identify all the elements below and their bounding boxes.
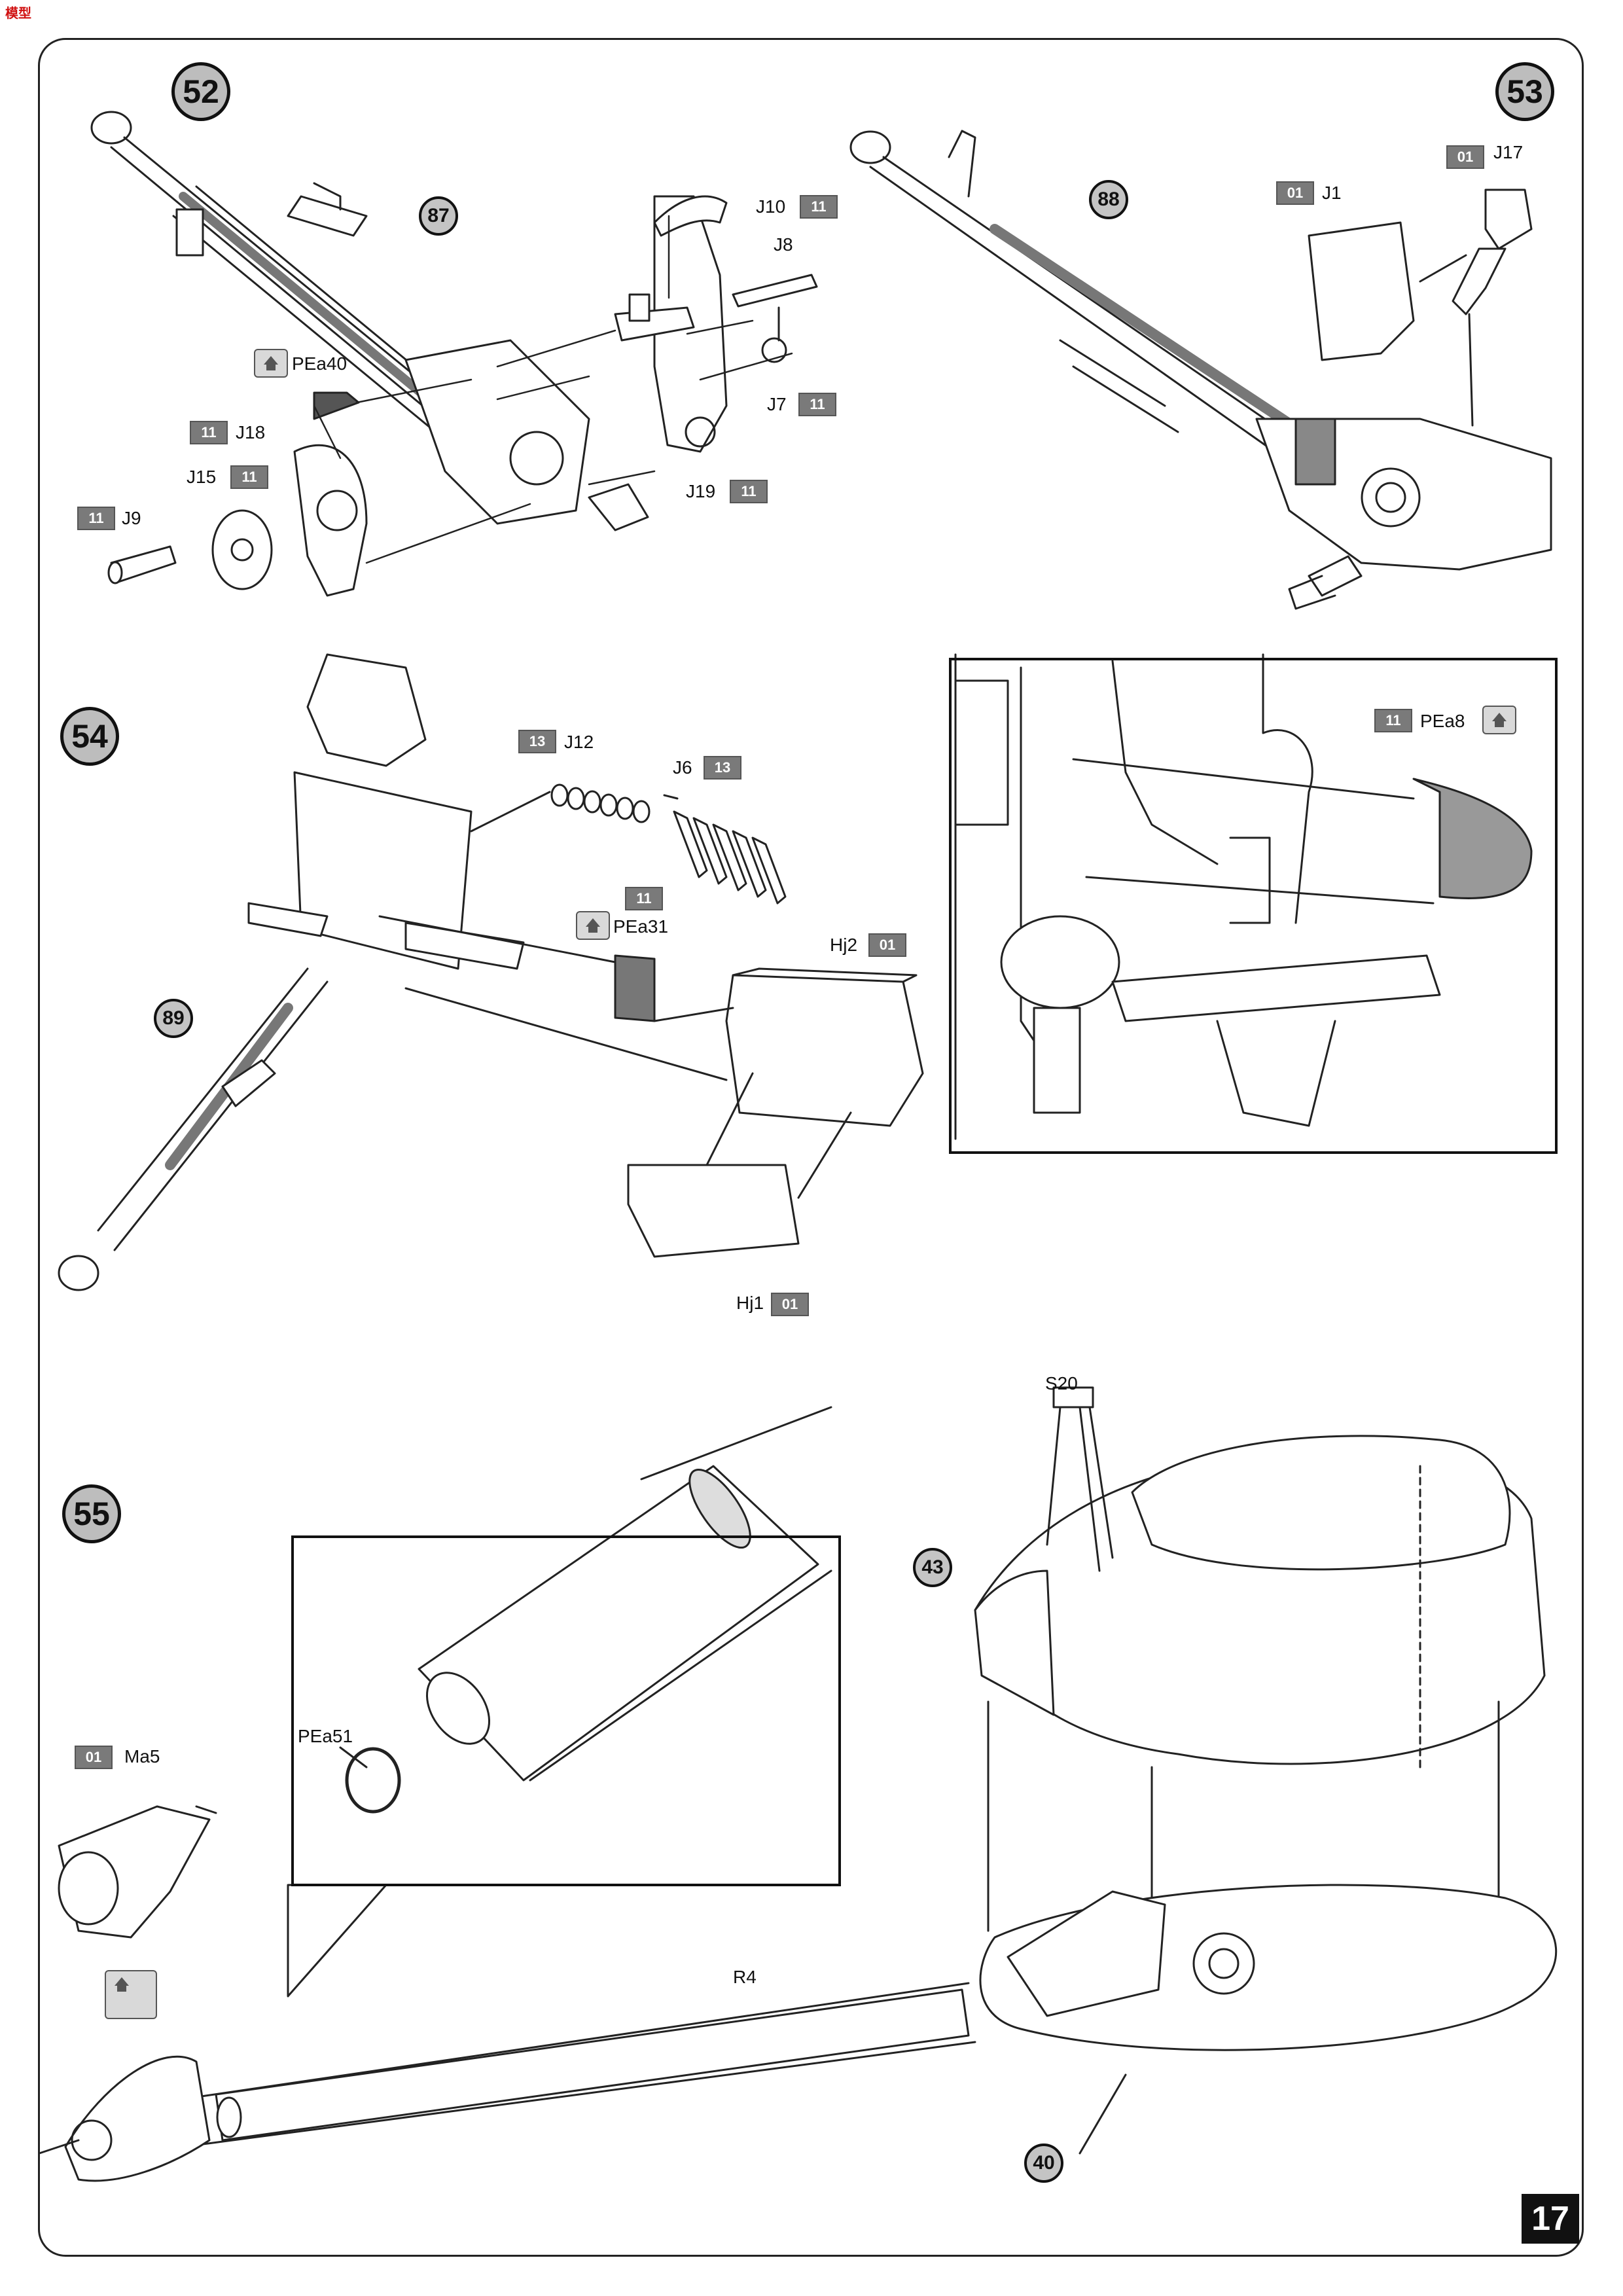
part-label-pea51: PEa51 <box>298 1726 353 1746</box>
sprue-tag-j19: 11 <box>730 480 768 503</box>
part-label-j7: J7 <box>767 394 787 414</box>
page-frame <box>38 38 1584 2257</box>
assembly-ref-43: 43 <box>913 1548 952 1587</box>
part-label-j19: J19 <box>686 481 716 501</box>
part-label-pea31: PEa31 <box>613 916 669 937</box>
step54-gun-drawing <box>58 653 525 1291</box>
step52-gun-drawing <box>90 111 649 531</box>
sprue-tag-j1: 01 <box>1276 181 1314 205</box>
step-54-badge: 54 <box>60 707 119 766</box>
photo-etch-icon <box>576 911 610 940</box>
site-logo: 模型 <box>5 7 31 21</box>
step52-parts <box>107 195 818 597</box>
photo-etch-icon <box>1482 706 1516 734</box>
step55-hull-drawing <box>979 1884 1558 2155</box>
assembly-ref-87: 87 <box>419 196 458 236</box>
sprue-tag-j17: 01 <box>1446 145 1484 169</box>
step52-leaders <box>313 215 793 564</box>
sprue-tag-pea31: 11 <box>625 887 663 910</box>
part-label-j12: J12 <box>564 732 594 752</box>
part-label-s20: S20 <box>1045 1373 1078 1393</box>
inset-pointer <box>287 1884 387 1998</box>
barrel-detail-inset-frame <box>291 1535 841 1886</box>
part-label-ma5: Ma5 <box>124 1746 160 1767</box>
detail-inset-frame <box>949 658 1558 1154</box>
assembly-ref-89: 89 <box>154 999 193 1038</box>
part-label-pea8: PEa8 <box>1420 711 1465 731</box>
step-52-badge: 52 <box>171 62 230 121</box>
sprue-tag-j12: 13 <box>518 730 556 753</box>
sprue-tag-j7: 11 <box>798 393 836 416</box>
sprue-tag-j9: 11 <box>77 507 115 530</box>
sprue-tag-pea8: 11 <box>1374 709 1412 732</box>
sprue-tag-j6: 13 <box>704 756 741 780</box>
sprue-tag-j15: 11 <box>230 465 268 489</box>
page-number: 17 <box>1522 2194 1579 2244</box>
step55-barrel-inset-drawing <box>339 1406 832 1814</box>
part-label-r4: R4 <box>733 1967 757 1987</box>
inset-drawing <box>954 653 1533 1140</box>
part-label-j9: J9 <box>122 508 141 528</box>
assembly-ref-40: 40 <box>1024 2144 1063 2183</box>
rotate-view-icon <box>105 1970 157 2019</box>
part-label-hj1: Hj1 <box>736 1293 764 1313</box>
step53-parts <box>1308 188 1533 427</box>
assembly-ref-88: 88 <box>1089 180 1128 219</box>
part-label-j18: J18 <box>236 422 266 442</box>
step55-turret-drawing <box>974 1386 1546 1978</box>
part-label-hj2: Hj2 <box>830 935 858 955</box>
sprue-tag-j10: 11 <box>800 195 838 219</box>
step55-barrel-drawing <box>38 1982 976 2182</box>
step-53-badge: 53 <box>1495 62 1554 121</box>
part-label-j17: J17 <box>1493 142 1524 162</box>
part-label-j1: J1 <box>1322 183 1342 203</box>
part-label-j6: J6 <box>673 757 692 778</box>
sprue-tag-hj2: 01 <box>868 933 906 957</box>
sprue-tag-j18: 11 <box>190 421 228 444</box>
step-55-badge: 55 <box>62 1484 121 1543</box>
part-label-pea40: PEa40 <box>292 353 348 374</box>
part-label-j15: J15 <box>187 467 217 487</box>
part-label-j10: J10 <box>756 196 786 217</box>
sprue-tag-hj1: 01 <box>771 1293 809 1316</box>
part-label-j8: J8 <box>774 234 793 255</box>
step53-gun-drawing <box>849 130 1552 610</box>
step54-parts <box>378 783 924 1258</box>
step55-ma5-drawing <box>58 1805 217 1939</box>
sprue-tag-ma5: 01 <box>75 1746 113 1769</box>
photo-etch-icon <box>254 349 288 378</box>
